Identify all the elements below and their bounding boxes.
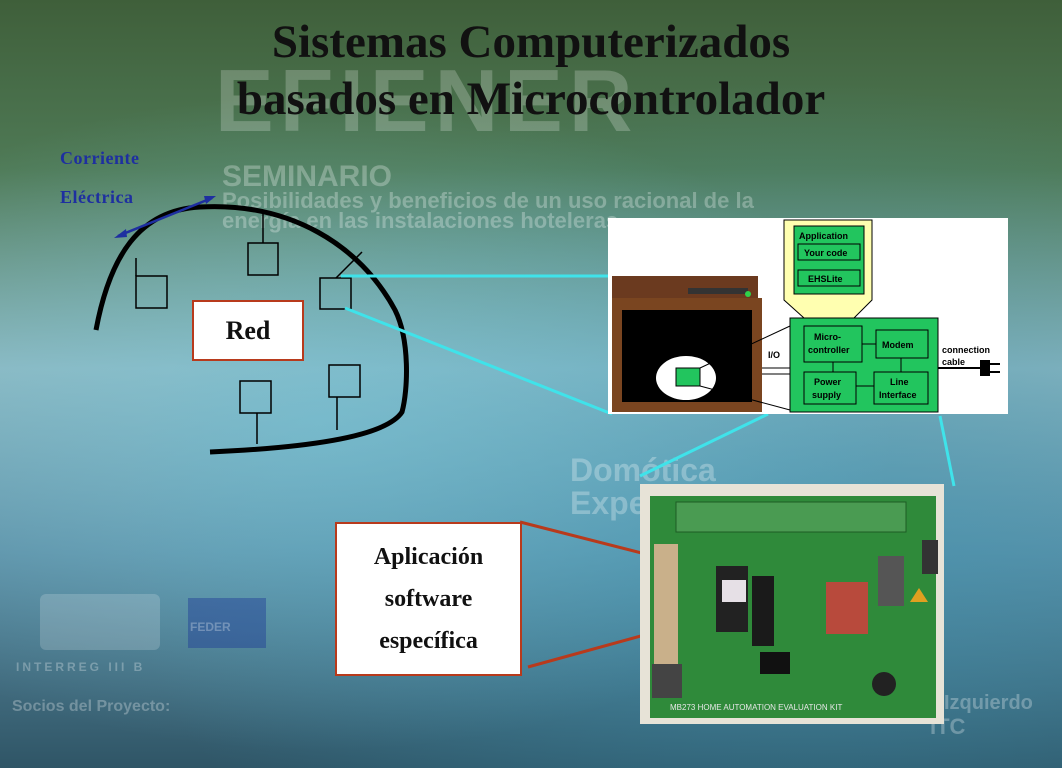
line-interface-text-1: Line xyxy=(890,377,909,387)
current-arrow-head-right xyxy=(204,196,216,204)
your-code-text: Your code xyxy=(804,248,847,258)
application-label-line-1: Aplicación xyxy=(373,544,484,570)
network-node xyxy=(247,242,279,276)
application-text: Application xyxy=(799,231,848,241)
plug-icon xyxy=(980,360,990,376)
socket-chip xyxy=(722,580,746,602)
kit-label: MB273 HOME AUTOMATION EVALUATION KIT xyxy=(670,703,842,712)
evaluation-board-photo: MB273 HOME AUTOMATION EVALUATION KIT xyxy=(640,484,944,724)
heatsink xyxy=(878,556,904,606)
warning-icon xyxy=(910,588,928,602)
block-diagram-panel: Application Your code EHSLite Micro- con… xyxy=(608,218,1008,414)
cyan-connector-board-left xyxy=(639,412,769,478)
rs232-connector xyxy=(652,664,682,698)
background-logo-text: EFIENER xyxy=(215,51,639,150)
evaluation-board-graphic: MB273 HOME AUTOMATION EVALUATION KIT xyxy=(650,496,938,718)
power-text-1: Power xyxy=(814,377,842,387)
cabinet-chip xyxy=(675,367,701,387)
connection-text-2: cable xyxy=(942,357,965,367)
line-interface-text-2: Interface xyxy=(879,390,917,400)
lcd-chip xyxy=(760,652,790,674)
prototype-area xyxy=(675,501,907,533)
zoom-line-top xyxy=(699,325,791,369)
power-supply-block xyxy=(803,371,857,405)
application-label-box: Aplicación software específica xyxy=(335,522,522,676)
ehslite-box xyxy=(797,269,861,287)
background-feder-text: FEDER xyxy=(190,620,231,634)
transformer xyxy=(826,582,868,634)
power-connector xyxy=(922,540,938,574)
power-text-2: supply xyxy=(812,390,841,400)
current-arrow xyxy=(117,196,213,238)
cyan-connector-bottom xyxy=(344,306,613,416)
network-node xyxy=(328,364,361,398)
background-partners-text: Socios del Proyecto: xyxy=(12,698,171,715)
background-seminar-text: SEMINARIO xyxy=(222,160,393,193)
background-right-text-1: Domótica xyxy=(570,452,716,488)
node-stub xyxy=(335,251,363,279)
network-node-highlighted xyxy=(319,277,352,310)
background-corner-text-1: Izquierdo xyxy=(944,692,1033,714)
io-text: I/O xyxy=(768,350,780,360)
micro-text-2: controller xyxy=(808,345,850,355)
block-diagram-graphic: Application Your code EHSLite Micro- con… xyxy=(612,219,1000,413)
zoom-line-bottom xyxy=(699,385,791,411)
application-label-line-2: software xyxy=(384,586,473,612)
slide-title-line-1: Sistemas Computerizados xyxy=(271,16,791,68)
red-label-box: Red xyxy=(192,300,304,361)
application-label-line-3: específica xyxy=(379,628,478,654)
network-node xyxy=(135,275,168,309)
modem-text: Modem xyxy=(882,340,914,350)
current-label-line-1: Corriente xyxy=(60,148,140,168)
micro-text-1: Micro- xyxy=(814,332,841,342)
memory-chip xyxy=(752,576,774,646)
cabinet-panel xyxy=(688,288,748,294)
connector-strip xyxy=(654,544,678,664)
cyan-connector-board-right xyxy=(938,415,956,487)
cabinet-top xyxy=(612,276,758,298)
background-flag-logo xyxy=(188,598,266,648)
ehslite-text: EHSLite xyxy=(808,274,843,284)
capacitor xyxy=(872,672,896,696)
connection-text-1: connection xyxy=(942,345,990,355)
current-arrow-head-left xyxy=(114,229,127,238)
your-code-box xyxy=(797,243,861,261)
red-label: Red xyxy=(225,315,271,345)
network-node xyxy=(239,380,272,414)
slide-title-line-2: basados en Microcontrolador xyxy=(236,73,826,125)
cabinet-led xyxy=(745,291,751,297)
background-region-logo xyxy=(40,594,160,650)
background-interreg-text: INTERREG III B xyxy=(16,660,146,674)
background-seminar-subtitle-1: Posibilidades y beneficios de un uso rac… xyxy=(222,188,754,213)
slide-title: Sistemas Computerizados basados en Micro… xyxy=(0,14,1062,128)
modem-block xyxy=(875,329,929,359)
current-label-line-2: Eléctrica xyxy=(60,187,134,207)
